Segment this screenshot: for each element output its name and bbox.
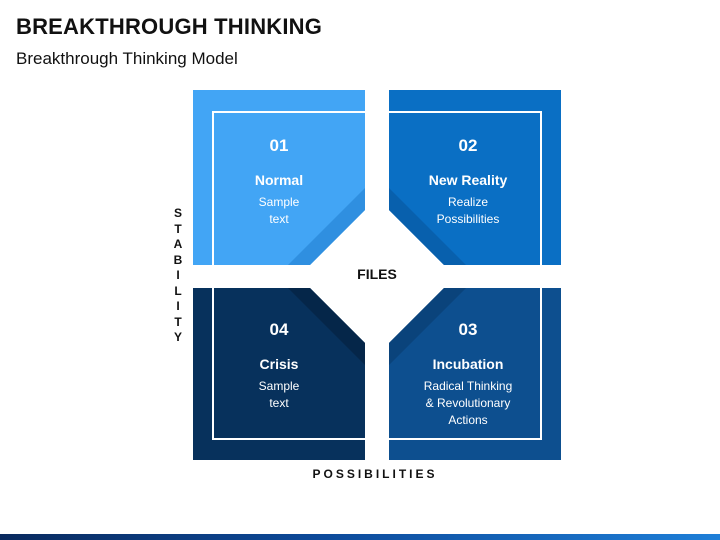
stability-axis-letter: I [176,299,180,313]
center-label: FILES [357,266,397,282]
stability-axis-letter: S [173,206,182,220]
quadrant-03-shape [389,288,561,460]
quadrant-03: 03 Incubation Radical Thinking & Revolut… [393,320,543,429]
quadrant-04-frame [212,288,365,440]
quadrant-03-title: Incubation [432,356,504,372]
quadrant-02-fold-shadow [389,188,466,265]
quadrant-01-frame [212,111,365,265]
footer-accent-bar [0,534,720,540]
quadrant-01-shape [193,90,365,265]
quadrant-01: 01 Normal Sample text [204,136,354,228]
quadrant-03-number: 03 [458,320,478,339]
quadrant-02: 02 New Reality Realize Possibilities [393,136,543,228]
quadrant-03-fold-shadow [389,288,466,365]
page-title: BREAKTHROUGH THINKING [16,14,323,39]
quadrant-02-number: 02 [458,136,478,155]
quadrant-01-body: Sample text [258,195,300,226]
stability-axis-letter: T [174,314,182,329]
quadrant-01-fold-shadow [288,188,365,265]
quadrant-04-title: Crisis [259,356,299,372]
quadrant-04-number: 04 [269,320,289,339]
stability-axis-letter: T [174,221,182,236]
quadrant-01-title: Normal [254,172,304,188]
quadrant-04: 04 Crisis Sample text [204,320,354,412]
quadrant-02-title: New Reality [428,172,508,188]
quadrant-03-frame [389,288,542,440]
stability-axis-letter: L [174,283,182,298]
quadrant-02-body: Realize Possibilities [436,195,500,226]
page-subtitle: Breakthrough Thinking Model [16,49,238,68]
quadrant-01-number: 01 [269,136,289,155]
quadrant-02-shape [389,90,561,265]
possibilities-axis-label: POSSIBILITIES [312,467,438,481]
quadrant-03-body: Radical Thinking & Revolutionary Actions [423,379,513,427]
stability-axis-letter: B [173,252,183,267]
stability-axis-letter: Y [173,330,182,344]
quadrant-04-fold-shadow [288,288,365,365]
stability-axis-letter: I [176,268,180,282]
quadrant-02-frame [389,111,542,265]
quadrant-04-body: Sample text [258,379,300,410]
stability-axis-letter: A [173,237,183,251]
quadrant-04-shape [193,288,365,460]
